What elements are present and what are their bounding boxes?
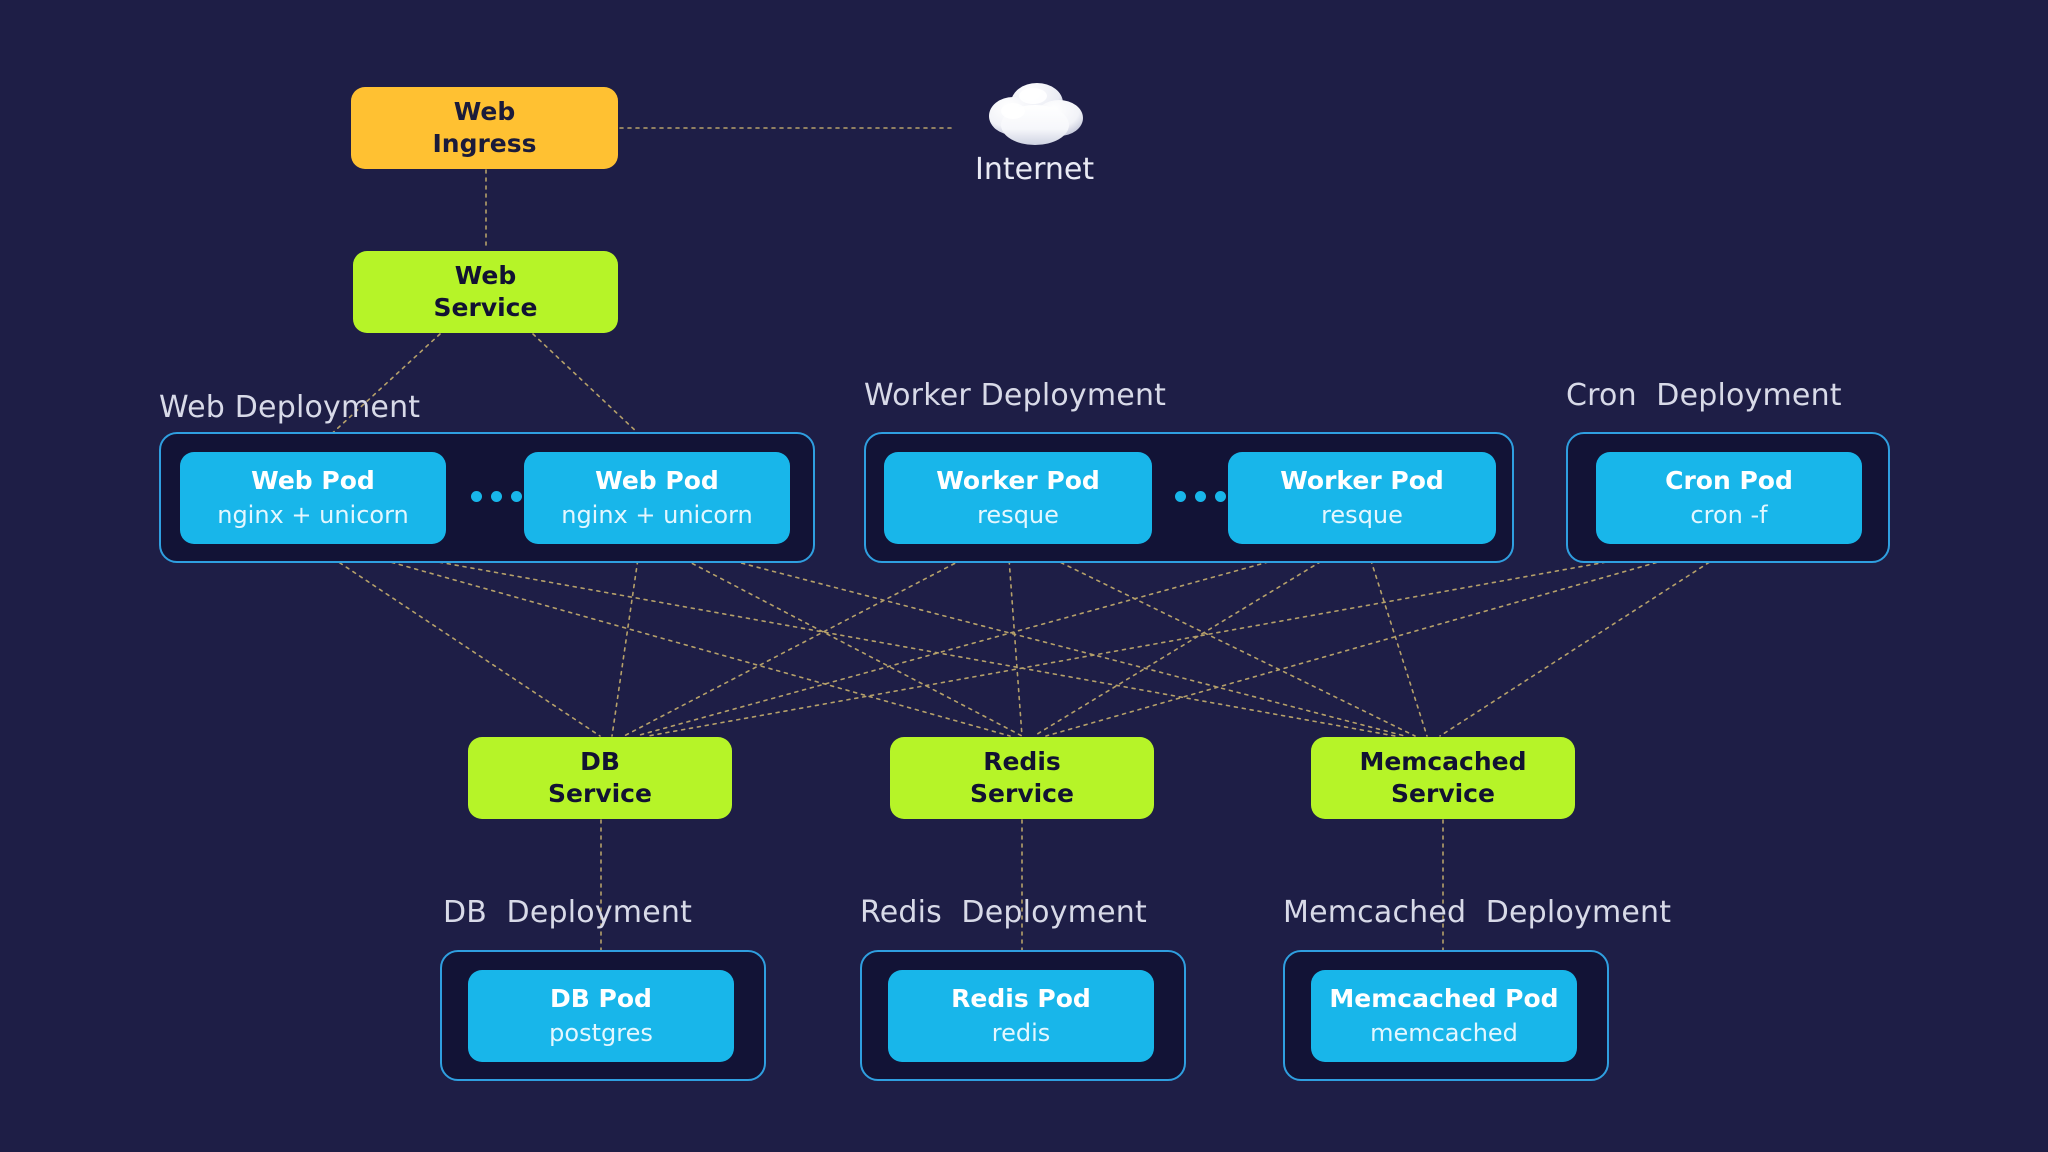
web-ingress-node[interactable]: Web Ingress	[351, 87, 618, 169]
redis-service-node[interactable]: Redis Service	[890, 737, 1154, 819]
pod-subtitle: cron -f	[1690, 501, 1768, 530]
internet-label: Internet	[975, 152, 1095, 187]
web-service-node[interactable]: Web Service	[353, 251, 618, 333]
pod-ellipsis-worker	[1175, 491, 1226, 502]
internet-node: Internet	[975, 78, 1094, 187]
pod-subtitle: nginx + unicorn	[217, 501, 409, 530]
edge-worker_pod_2-to-db_service	[635, 544, 1331, 737]
edge-worker_pod_2-to-memcached_service	[1365, 544, 1428, 737]
pod-subtitle: memcached	[1370, 1019, 1518, 1048]
pod-title: Redis Pod	[951, 983, 1091, 1013]
pod-subtitle: nginx + unicorn	[561, 501, 753, 530]
pod-subtitle: redis	[991, 1019, 1051, 1048]
edge-worker_pod_1-to-memcached_service	[1024, 544, 1416, 737]
edge-worker_pod_1-to-redis_service	[1007, 544, 1023, 737]
edge-web_pod_2-to-db_service	[611, 544, 641, 737]
edge-cron_pod-to-redis_service	[1045, 544, 1719, 737]
edge-web_pod_1-to-memcached_service	[344, 544, 1396, 737]
edge-worker_pod_1-to-db_service	[623, 544, 991, 737]
pod-memcached-1[interactable]: Memcached Pod memcached	[1311, 970, 1577, 1062]
memcached-service-line1: Memcached	[1359, 746, 1527, 776]
pod-web-1[interactable]: Web Pod nginx + unicorn	[180, 452, 446, 544]
pod-title: Web Pod	[251, 465, 375, 495]
cloud-icon	[988, 83, 1083, 145]
deployment-label-web: Web Deployment	[159, 390, 421, 425]
pod-ellipsis-web	[471, 491, 522, 502]
pod-title: Memcached Pod	[1329, 983, 1559, 1013]
db-service-line1: DB	[580, 746, 620, 776]
web-ingress-line2: Ingress	[432, 129, 537, 158]
edge-cron_pod-to-memcached_service	[1439, 544, 1737, 737]
pod-worker-2[interactable]: Worker Pod resque	[1228, 452, 1496, 544]
pod-cron-1[interactable]: Cron Pod cron -f	[1596, 452, 1862, 544]
web-service-line1: Web	[454, 260, 517, 290]
web-service-line2: Service	[433, 293, 538, 322]
pod-subtitle: resque	[1321, 501, 1403, 530]
deployment-label-redis: Redis Deployment	[860, 895, 1147, 930]
edge-web_pod_1-to-db_service	[312, 544, 601, 737]
pod-title: Worker Pod	[1280, 465, 1444, 495]
deployment-label-memcached: Memcached Deployment	[1283, 895, 1672, 930]
pod-title: Cron Pod	[1665, 465, 1793, 495]
pod-redis-1[interactable]: Redis Pod redis	[888, 970, 1154, 1062]
deployment-label-db: DB Deployment	[443, 895, 693, 930]
redis-service-line1: Redis	[983, 746, 1061, 776]
edge-cron_pod-to-db_service	[647, 544, 1701, 737]
pod-title: Worker Pod	[936, 465, 1100, 495]
pod-db-1[interactable]: DB Pod postgres	[468, 970, 734, 1062]
pod-worker-1[interactable]: Worker Pod resque	[884, 452, 1152, 544]
edge-web_pod_2-to-memcached_service	[671, 544, 1406, 737]
db-service-line2: Service	[548, 779, 652, 808]
pod-subtitle: postgres	[549, 1019, 653, 1048]
edge-web_pod_1-to-redis_service	[329, 544, 1011, 737]
web-ingress-line1: Web	[453, 96, 516, 126]
memcached-service-node[interactable]: Memcached Service	[1311, 737, 1575, 819]
deployment-label-worker: Worker Deployment	[864, 378, 1167, 413]
edge-worker_pod_2-to-redis_service	[1033, 544, 1349, 737]
edge-web_pod_2-to-redis_service	[656, 544, 1023, 737]
pod-title: DB Pod	[550, 983, 652, 1013]
pod-title: Web Pod	[595, 465, 719, 495]
pod-subtitle: resque	[977, 501, 1059, 530]
db-service-node[interactable]: DB Service	[468, 737, 732, 819]
redis-service-line2: Service	[970, 779, 1074, 808]
deployment-label-cron: Cron Deployment	[1566, 378, 1842, 413]
pod-web-2[interactable]: Web Pod nginx + unicorn	[524, 452, 790, 544]
memcached-service-line2: Service	[1391, 779, 1495, 808]
